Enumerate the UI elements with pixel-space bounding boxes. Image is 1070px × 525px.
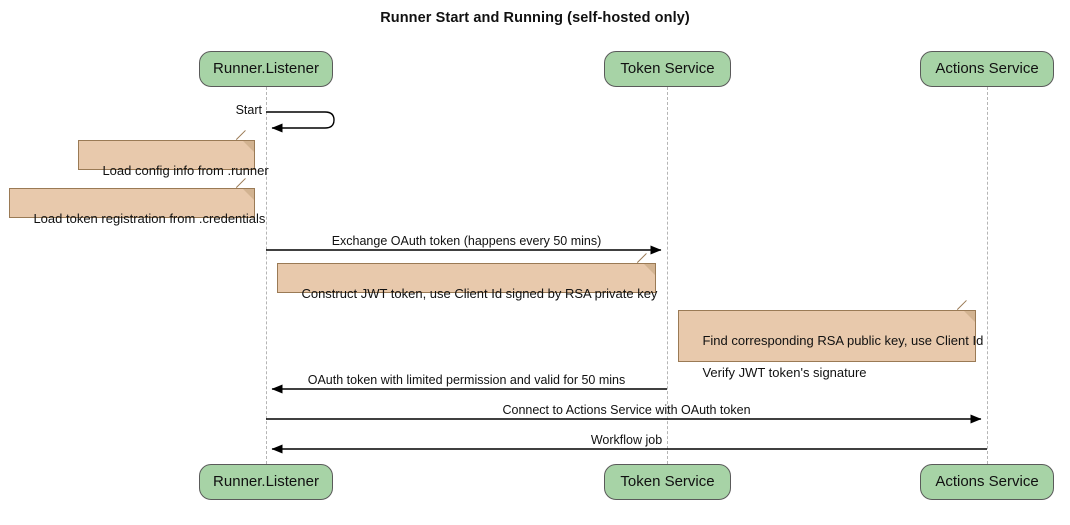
arrow-start-self — [266, 111, 335, 133]
note-fold-icon — [243, 189, 254, 200]
note-verify-jwt-line-2: Verify JWT token's signature — [702, 365, 867, 380]
actor-header-token[interactable]: Token Service — [604, 51, 731, 87]
message-label-exchange-oauth: Exchange OAuth token (happens every 50 m… — [331, 234, 602, 248]
actor-footer-token-label: Token Service — [620, 473, 715, 490]
actor-footer-runner[interactable]: Runner.Listener — [199, 464, 333, 500]
actor-footer-actions-label: Actions Service — [935, 473, 1039, 490]
actor-footer-actions[interactable]: Actions Service — [920, 464, 1054, 500]
note-construct-jwt: Construct JWT token, use Client Id signe… — [277, 253, 657, 301]
actor-footer-token[interactable]: Token Service — [604, 464, 731, 500]
note-load-config: Load config info from .runner — [78, 130, 269, 178]
actor-header-token-label: Token Service — [620, 60, 715, 77]
diagram-title: Runner Start and Running (self-hosted on… — [380, 10, 690, 26]
actor-header-runner-label: Runner.Listener — [213, 60, 319, 77]
message-label-start: Start — [235, 103, 262, 117]
note-verify-jwt-line-1: Find corresponding RSA public key, use C… — [702, 333, 984, 348]
actor-header-runner[interactable]: Runner.Listener — [199, 51, 333, 87]
message-label-oauth-return: OAuth token with limited permission and … — [307, 373, 626, 387]
actor-header-actions[interactable]: Actions Service — [920, 51, 1054, 87]
note-load-token: Load token registration from .credential… — [9, 178, 265, 226]
message-label-workflow-job: Workflow job — [590, 433, 663, 447]
actor-header-actions-label: Actions Service — [935, 60, 1039, 77]
lifeline-token — [667, 87, 668, 464]
message-label-connect-actions: Connect to Actions Service with OAuth to… — [502, 403, 751, 417]
note-fold-icon — [964, 311, 975, 322]
lifeline-actions — [987, 87, 988, 464]
actor-footer-runner-label: Runner.Listener — [213, 473, 319, 490]
note-fold-icon — [644, 264, 655, 275]
lifeline-runner — [266, 87, 267, 464]
note-verify-jwt: Find corresponding RSA public key, use C… — [678, 300, 983, 380]
note-fold-icon — [243, 141, 254, 152]
